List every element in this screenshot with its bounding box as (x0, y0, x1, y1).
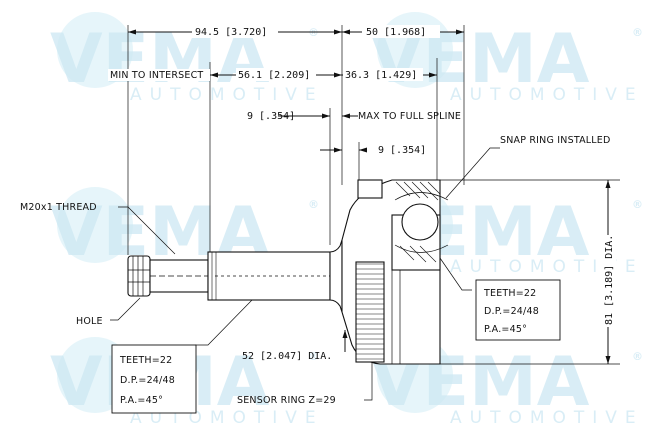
shoulder (329, 239, 343, 313)
dim-overall-right: 50 [1.968] (366, 27, 426, 38)
cv-joint-part (127, 179, 449, 365)
dim-seal-diameter: 52 [2.047] DIA. (242, 351, 332, 362)
spec-right-pa: P.A.=45° (484, 324, 527, 335)
watermark-subtitle: AUTOMOTIVE (450, 408, 644, 428)
dim-overall-left: 94.5 [3.720] (195, 27, 267, 38)
dim-min-to-intersect: 56.1 [2.209] (238, 70, 310, 81)
spec-box-left: TEETH=22 D.P.=24/48 P.A.=45° (111, 344, 197, 414)
label-max-to-full-spline: MAX TO FULL SPLINE (358, 111, 461, 122)
dim-right-step: 9 [.354] (378, 145, 426, 156)
leaders (110, 147, 500, 401)
thread-end (127, 255, 151, 297)
dim-left-step: 9 [.354] (247, 111, 295, 122)
callout-snap-ring: SNAP RING INSTALLED (500, 135, 610, 146)
watermark-subtitle: AUTOMOTIVE (130, 85, 324, 105)
callout-texts: SNAP RING INSTALLED M20x1 THREAD HOLE SE… (20, 135, 610, 406)
extension-lines (127, 25, 620, 365)
ball (401, 203, 439, 241)
watermark-registered: ® (632, 198, 643, 211)
callout-sensor-ring: SENSOR RING Z=29 (237, 395, 336, 406)
watermark-registered: ® (632, 26, 643, 39)
watermark-registered: ® (632, 350, 643, 363)
dim-outer-diameter: 81 [3.189] DIA. (604, 235, 615, 325)
callout-thread: M20x1 THREAD (20, 202, 97, 213)
spec-right-teeth: TEETH=22 (483, 288, 536, 299)
watermark-subtitle: AUTOMOTIVE (450, 257, 644, 277)
watermark-subtitle: AUTOMOTIVE (450, 85, 644, 105)
dim-spline: 36.3 [1.429] (345, 70, 417, 81)
spec-box-right: TEETH=22 D.P.=24/48 P.A.=45° (475, 279, 561, 341)
callout-hole: HOLE (76, 316, 103, 327)
watermark-circle (57, 187, 133, 263)
sensor-ring (355, 261, 385, 363)
watermark-registered: ® (308, 350, 319, 363)
watermark-registered: ® (308, 198, 319, 211)
spec-left-dp: D.P.=24/48 (120, 375, 175, 386)
spec-left-pa: P.A.=45° (120, 395, 163, 406)
race-hatch (395, 181, 441, 263)
dimension-texts: 94.5 [3.720] 50 [1.968] MIN TO INTERSECT… (108, 25, 616, 362)
collar (357, 179, 383, 199)
spec-left-teeth: TEETH=22 (119, 355, 172, 366)
spec-right-dp: D.P.=24/48 (484, 306, 539, 317)
label-min-to-intersect: MIN TO INTERSECT (110, 70, 203, 81)
